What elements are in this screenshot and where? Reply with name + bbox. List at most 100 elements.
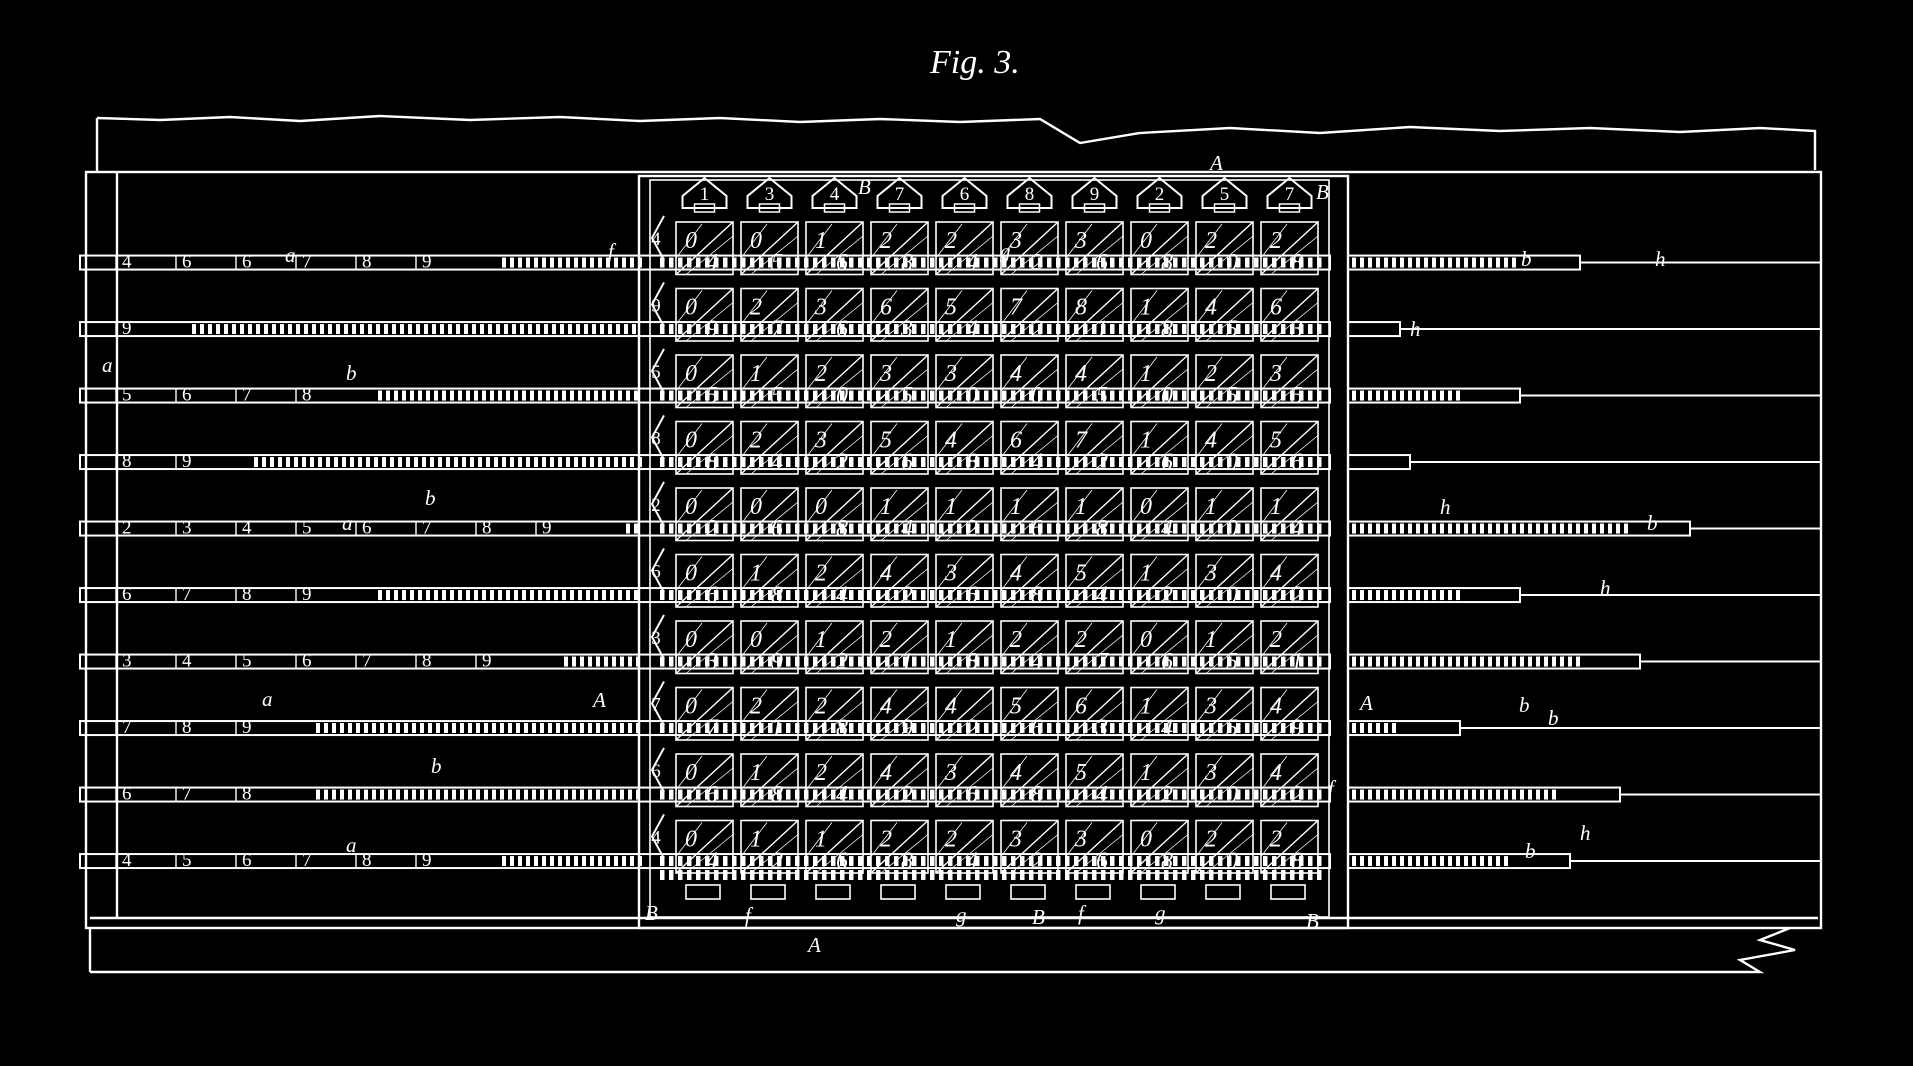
strip-tooth — [768, 390, 773, 401]
strip-tooth — [1119, 257, 1124, 268]
strip-digit: 6 — [122, 584, 132, 605]
strip-tooth — [804, 656, 809, 667]
strip-tooth — [1281, 656, 1286, 667]
strip-tooth — [1155, 870, 1160, 880]
strip-tooth — [580, 789, 584, 800]
cell-box — [1195, 819, 1254, 874]
strip-tooth — [894, 656, 899, 667]
strip-tooth — [1218, 789, 1223, 800]
strip-tooth — [574, 257, 578, 268]
strip-tooth — [386, 590, 390, 601]
strip-tooth — [1254, 590, 1259, 601]
cell-hatch — [935, 423, 963, 458]
strip-tooth — [768, 523, 773, 534]
strip-tooth — [1360, 257, 1364, 268]
strip-digit: 8 — [182, 717, 192, 738]
strip-tooth — [1074, 590, 1079, 601]
side-index-diamond — [650, 481, 665, 527]
grid-cell: 54 — [1065, 553, 1124, 609]
cell-hatch — [805, 755, 833, 791]
strip-tooth — [894, 723, 899, 734]
strip-tooth — [1092, 590, 1097, 601]
strip-tooth — [858, 590, 863, 601]
cell-hatch — [805, 356, 833, 392]
strip-digit: 7 — [302, 850, 312, 871]
side-index-diamond — [650, 348, 665, 394]
strip-tooth — [858, 523, 863, 534]
strip-tooth — [540, 723, 544, 734]
strip-tooth — [1065, 257, 1070, 268]
strip-tooth — [1092, 870, 1097, 880]
strip-tooth — [1083, 390, 1088, 401]
strip-digit: 9 — [482, 651, 492, 672]
cell-box — [935, 753, 994, 808]
strip-tooth — [634, 390, 638, 401]
strip-tooth — [1408, 789, 1412, 800]
grid-cell: 32 — [1000, 819, 1059, 875]
strip-tooth — [1308, 257, 1313, 268]
strip-tooth — [876, 257, 881, 268]
strip-tooth — [1191, 870, 1196, 880]
strip-tooth — [1020, 457, 1025, 468]
cell-box — [1000, 487, 1059, 542]
cell-diagonal — [1260, 553, 1319, 608]
strip-tooth — [610, 390, 614, 401]
cell-hatch — [805, 622, 833, 658]
strip-tooth — [506, 590, 510, 601]
strip-body — [79, 520, 1331, 537]
cell-box — [1000, 686, 1059, 741]
cell-tens-digit: 0 — [685, 428, 697, 454]
cell-hatch — [935, 822, 963, 857]
strip-digit: 4 — [242, 518, 252, 539]
strip-tooth — [376, 324, 380, 335]
strip-tooth — [777, 590, 782, 601]
strip-tooth — [1227, 656, 1232, 667]
right-strip-body — [1347, 720, 1461, 737]
cell-box — [935, 487, 994, 542]
strip-tooth — [304, 324, 308, 335]
strip-tooth — [450, 590, 454, 601]
strip-tooth — [804, 523, 809, 534]
cell-hatch — [1195, 822, 1223, 857]
grid-cell: 49 — [1260, 686, 1319, 742]
cell-tens-digit: 1 — [1140, 694, 1152, 720]
strip-tooth — [1440, 656, 1444, 667]
strip-tooth — [966, 656, 971, 667]
strip-tooth — [687, 656, 692, 667]
top-index-tab — [758, 203, 781, 213]
strip-tooth — [813, 723, 818, 734]
strip-tooth — [1038, 656, 1043, 667]
strip-tooth — [1504, 656, 1508, 667]
strip-tooth — [876, 457, 881, 468]
top-index-digit: 1 — [700, 184, 710, 205]
strip-tooth — [939, 656, 944, 667]
strip-tooth — [741, 457, 746, 468]
grid-cell: 15 — [1195, 620, 1254, 675]
strip-tooth — [1254, 856, 1259, 867]
grid-cell: 18 — [1065, 487, 1124, 542]
strip-digit: 5 — [302, 518, 312, 539]
strip-tooth — [939, 723, 944, 734]
cell-tens-digit: 2 — [1075, 627, 1087, 653]
strip-tooth — [1074, 856, 1079, 867]
strip-tooth — [1056, 324, 1061, 335]
strip-tooth — [1155, 856, 1160, 867]
cell-diagonal — [675, 420, 734, 475]
strip-tooth — [813, 324, 818, 335]
grid-cell: 10 — [1130, 354, 1189, 409]
strip-tooth — [732, 656, 737, 667]
strip-tooth — [1128, 856, 1133, 867]
strip-tooth — [1191, 457, 1196, 468]
strip-tooth — [714, 590, 719, 601]
side-index-digit: 3 — [651, 628, 661, 649]
strip-tooth — [612, 656, 616, 667]
strip-tooth — [588, 789, 592, 800]
cell-diagonal — [1195, 753, 1254, 808]
strip-tooth — [1164, 390, 1169, 401]
strip-tooth — [885, 656, 890, 667]
strip-tooth — [750, 590, 755, 601]
strip-tooth — [696, 457, 701, 468]
strip-tooth — [1290, 590, 1295, 601]
strip-tooth — [669, 723, 674, 734]
strip-tooth — [840, 590, 845, 601]
